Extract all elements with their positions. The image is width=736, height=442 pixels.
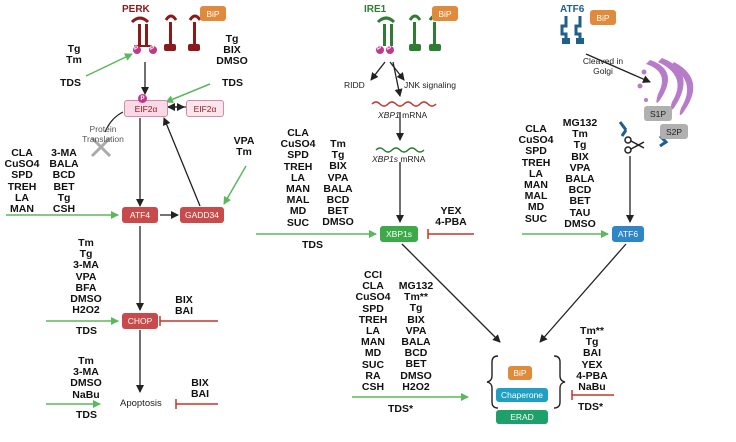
- phospho-label: P: [387, 46, 392, 52]
- phospho-label: P: [150, 46, 155, 52]
- ire1-inactive-receptor-icon: [408, 14, 442, 51]
- chaperone-box: Chaperone: [496, 388, 548, 402]
- eif2a-phospho-dot: P: [138, 94, 147, 103]
- eif2a-node: EIF2α: [186, 100, 224, 117]
- ire1-receptor-icon: [376, 16, 396, 54]
- atf6-to-chaperone-arrow: [539, 243, 627, 343]
- chop-activator-tds: TDS: [76, 325, 97, 337]
- ire1-to-ridd-arrow: [370, 61, 386, 81]
- xbp1s-node: XBP1s: [380, 226, 418, 242]
- chop-node: CHOP: [122, 313, 158, 329]
- bip-inhibitor-tds: TDS*: [578, 401, 604, 413]
- atf6-to-golgi-arrow: [585, 53, 651, 83]
- perk-receptor-icon: [130, 16, 157, 54]
- phospho-label: P: [377, 46, 382, 52]
- xbp1s-mrna-label: XBP1s mRNA: [372, 154, 426, 164]
- ire1-to-jnk-arrow: [389, 61, 405, 81]
- scissors-icon: [624, 136, 645, 154]
- bip-ire1-box: BiP: [432, 6, 458, 21]
- ire1-title: IRE1: [364, 4, 387, 15]
- phospho-label: P: [134, 46, 139, 52]
- eif2a-phospho-node: EIF2α: [124, 100, 168, 117]
- xbp1-mrna-wave: [371, 101, 437, 107]
- protein-translation-label: Protein Translation: [82, 124, 124, 144]
- left-brace: [486, 355, 499, 409]
- gadd34-to-eif2a-arrow: [162, 117, 201, 207]
- erad-box: ERAD: [496, 410, 548, 424]
- eif2a-to-translation-arrow: [104, 111, 124, 133]
- gadd34-node: GADD34: [180, 207, 224, 223]
- bip-output-box: BiP: [508, 366, 532, 380]
- xbp1-mrna-label: XBP1 mRNA: [378, 110, 428, 120]
- s1p-node: S1P: [644, 106, 672, 121]
- perk-title: PERK: [122, 4, 150, 15]
- atf6-node: ATF6: [612, 226, 644, 242]
- vpa-tm-to-gadd34-arrow: [223, 165, 247, 205]
- bip-activator-tds: TDS*: [388, 403, 414, 415]
- atf6-title: ATF6: [560, 4, 585, 15]
- perk-activator-tds: TDS: [60, 77, 81, 89]
- apoptosis-node: Apoptosis: [120, 398, 162, 409]
- ire1-to-xbp1-arrow: [392, 61, 403, 97]
- atf6-receptor-icon: [560, 16, 584, 44]
- translation-block-icon: [90, 136, 112, 158]
- tg-tm-to-perk-arrow: [85, 53, 133, 77]
- bip-atf6-box: BiP: [590, 10, 616, 25]
- apoptosis-activator-tds: TDS: [76, 409, 97, 421]
- xbp1s-activator-tds: TDS: [302, 239, 323, 251]
- eif2a-activator-tds: TDS: [222, 77, 243, 89]
- xbp1s-to-chaperone-arrow: [401, 243, 501, 343]
- s2p-node: S2P: [660, 124, 688, 139]
- jnk-label: JNK signaling: [404, 80, 456, 90]
- golgi-icon: [637, 58, 694, 116]
- right-brace: [553, 355, 566, 409]
- atf4-node: ATF4: [122, 207, 158, 223]
- xbp1s-mrna-wave: [375, 147, 425, 153]
- bip-perk-box: BiP: [200, 6, 226, 21]
- cleaved-in-golgi-label: Cleaved in Golgi: [582, 56, 624, 76]
- perk-inactive-receptor-icon: [164, 14, 202, 51]
- ridd-label: RIDD: [344, 80, 365, 90]
- tg-bix-to-eif2a-arrow: [165, 83, 211, 104]
